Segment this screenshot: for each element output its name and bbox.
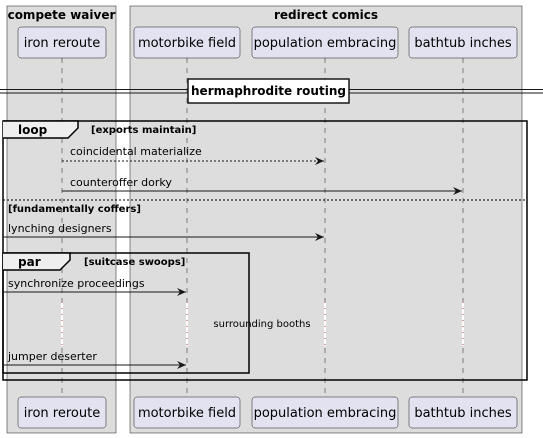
participant-motorbike-field-bottom: motorbike field [133, 396, 241, 429]
participant-population-embracing-top: population embracing [251, 26, 399, 59]
loop-condition: [exports maintain] [91, 125, 196, 136]
participant-iron-reroute-bottom: iron reroute [17, 396, 107, 429]
participant-bathtub-inches-bottom: bathtub inches [408, 396, 518, 429]
par-keyword: par [18, 255, 41, 269]
participant-label: population embracing [254, 406, 397, 421]
participant-label: iron reroute [24, 406, 100, 421]
par-condition: [suitcase swoops] [84, 257, 185, 268]
message-label: jumper deserter [7, 350, 97, 363]
message-counteroffer-dorky: counteroffer dorky [62, 176, 462, 195]
participant-label: bathtub inches [414, 406, 512, 421]
message-coincidental-materialize: coincidental materialize [62, 145, 324, 165]
participant-label: motorbike field [138, 36, 236, 51]
par-frame: par [suitcase swoops] [2, 252, 250, 374]
message-label: lynching designers [8, 222, 112, 235]
participant-bathtub-inches-top: bathtub inches [408, 26, 518, 59]
box-title: compete waiver [8, 8, 116, 22]
participant-label: iron reroute [24, 36, 100, 51]
divider: hermaphrodite routing [0, 78, 543, 104]
participant-iron-reroute-top: iron reroute [17, 26, 107, 59]
delay: surrounding booths [61, 302, 464, 346]
message-label: synchronize proceedings [8, 277, 145, 290]
participant-label: motorbike field [138, 406, 236, 421]
participant-label: bathtub inches [414, 36, 512, 51]
message-jumper-deserter: jumper deserter [3, 350, 186, 369]
box-redirect-comics: redirect comics [129, 5, 523, 434]
participant-label: population embracing [254, 36, 397, 51]
message-synchronize-proceedings: synchronize proceedings [3, 277, 186, 296]
message-label: coincidental materialize [70, 145, 202, 158]
participant-motorbike-field-top: motorbike field [133, 26, 241, 59]
box-title: redirect comics [274, 8, 378, 22]
divider-label: hermaphrodite routing [191, 84, 346, 98]
loop-else-condition: [fundamentally coffers] [8, 204, 141, 215]
message-label: counteroffer dorky [70, 176, 172, 189]
loop-frame: loop [exports maintain] [fundamentally c… [2, 120, 528, 381]
participant-population-embracing-bottom: population embracing [251, 396, 399, 429]
delay-dots [61, 302, 464, 346]
message-lynching-designers: lynching designers [3, 222, 324, 241]
delay-label: surrounding booths [213, 319, 310, 330]
box-compete-waiver: compete waiver [6, 5, 117, 434]
loop-keyword: loop [18, 123, 48, 137]
